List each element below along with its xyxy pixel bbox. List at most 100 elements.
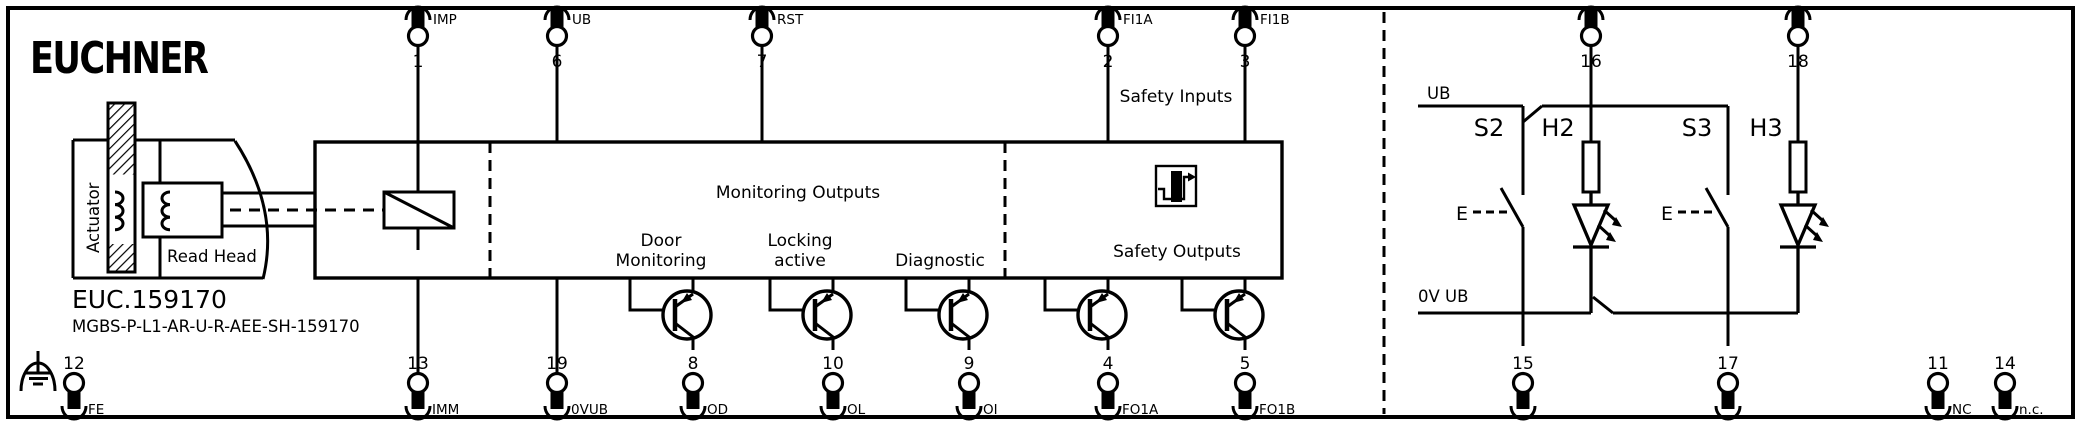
- pin-9-signal-label: OI: [983, 402, 998, 418]
- main-block: [313, 140, 1284, 280]
- safety-outputs-label: Safety Outputs: [1113, 242, 1241, 262]
- pin-12-number: 12: [63, 354, 85, 374]
- actuator-coil-icon: [114, 190, 125, 232]
- pin-1-connector-icon: [404, 5, 432, 48]
- pin-5-signal-label: FO1B: [1259, 402, 1295, 418]
- pin-14-signal-label: n.c.: [2019, 402, 2044, 418]
- transistor-door-monitoring: [630, 278, 711, 350]
- manual-actuation-e-label-s2: E: [1456, 203, 1468, 225]
- pin-16-connector-icon: [1577, 5, 1605, 48]
- pin-2-signal-label: FI1A: [1123, 12, 1153, 28]
- pin-7-signal-label: RST: [777, 12, 804, 28]
- transistor-locking-active: [770, 278, 851, 350]
- locking-active-label-line1: Locking: [767, 231, 832, 251]
- pin-19-signal-label: 0VUB: [571, 402, 608, 418]
- pin-8-signal-label: OD: [707, 402, 728, 418]
- pin-14-number: 14: [1994, 354, 2016, 374]
- frame-border: [6, 6, 2075, 419]
- pin-1-signal-label: IMP: [433, 12, 457, 28]
- pin-17-connector-icon: [1714, 371, 1742, 421]
- pin-8-number: 8: [688, 354, 699, 374]
- pin-13-number: 13: [407, 354, 429, 374]
- read-head-label: Read Head: [167, 247, 257, 266]
- pin-17-number: 17: [1717, 354, 1739, 374]
- guard-locking-icon: [1154, 164, 1198, 208]
- pin-4-connector-icon: [1094, 371, 1122, 421]
- pin-3-signal-label: FI1B: [1260, 12, 1290, 28]
- pin-12-connector-icon: [60, 371, 88, 421]
- pin-9-connector-icon: [955, 371, 983, 421]
- door-monitoring-label-line2: Monitoring: [616, 251, 707, 271]
- read-head-coil-icon: [160, 190, 171, 232]
- transistor-fo1a: [1045, 278, 1126, 350]
- monitoring-outputs-label: Monitoring Outputs: [716, 183, 880, 203]
- pin-10-signal-label: OL: [847, 402, 866, 418]
- top-pin-wires: [416, 46, 1800, 250]
- transistor-diagnostic: [906, 278, 987, 350]
- pin-3-number: 3: [1240, 52, 1251, 72]
- pin-1-number: 1: [413, 52, 424, 72]
- pin-11-number: 11: [1927, 354, 1949, 374]
- manual-actuation-e-label-s3: E: [1661, 203, 1673, 225]
- pin-2-connector-icon: [1094, 5, 1122, 48]
- lamp-h2-label: H2: [1541, 114, 1574, 142]
- relay-icon: [382, 190, 456, 230]
- pin-2-number: 2: [1103, 52, 1114, 72]
- switch-s3-label: S3: [1682, 114, 1713, 142]
- resistor-h2-icon: [1581, 140, 1601, 194]
- functional-earth-icon: [19, 351, 57, 392]
- pin-19-number: 19: [546, 354, 568, 374]
- safety-inputs-label: Safety Inputs: [1120, 87, 1233, 107]
- actuator-label: Actuator: [84, 182, 103, 253]
- led-h2-icon: [1571, 190, 1624, 315]
- pin-10-connector-icon: [819, 371, 847, 421]
- pin-9-number: 9: [964, 354, 975, 374]
- ground-rail-label: 0V UB: [1418, 287, 1468, 306]
- switch-s2-label: S2: [1474, 114, 1505, 142]
- pin-13-signal-label: IMM: [432, 402, 459, 418]
- pin-3-connector-icon: [1231, 5, 1259, 48]
- bottom-pin-wires: [416, 278, 559, 372]
- resistor-h3-icon: [1788, 140, 1808, 194]
- pin-12-signal-label: FE: [88, 402, 104, 418]
- pin-11-signal-label: NC: [1952, 402, 1972, 418]
- pin-6-signal-label: UB: [572, 12, 591, 28]
- pin-5-number: 5: [1240, 354, 1251, 374]
- pin-6-number: 6: [552, 52, 563, 72]
- diagnostic-label: Diagnostic: [895, 251, 985, 271]
- lamp-h3-label: H3: [1749, 114, 1782, 142]
- shaft-lines: [222, 191, 315, 228]
- pin-18-connector-icon: [1784, 5, 1812, 48]
- external-circuit-wires: [1418, 104, 1798, 315]
- pin-14-connector-icon: [1991, 371, 2019, 421]
- door-monitoring-label-line1: Door: [641, 231, 682, 251]
- pin-8-connector-icon: [679, 371, 707, 421]
- pin-7-connector-icon: [748, 5, 776, 48]
- euchner-logo: EUCHNER: [30, 33, 208, 84]
- ub-rail-tap: [1522, 104, 1543, 124]
- pin-7-number: 7: [757, 52, 768, 72]
- pin-18-number: 18: [1787, 52, 1809, 72]
- switch-s2-icon: [1499, 104, 1525, 348]
- pin-11-connector-icon: [1924, 371, 1952, 421]
- pin-5-connector-icon: [1231, 371, 1259, 421]
- pin-4-signal-label: FO1A: [1122, 402, 1159, 418]
- pin-6-connector-icon: [543, 5, 571, 48]
- pin-13-connector-icon: [404, 371, 432, 421]
- actuator-read-head-module: [71, 101, 384, 280]
- device-model-number: MGBS-P-L1-AR-U-R-AEE-SH-159170: [72, 317, 360, 336]
- ground-rail-tap: [1592, 295, 1614, 315]
- led-h3-icon: [1778, 190, 1831, 315]
- pin-16-number: 16: [1580, 52, 1602, 72]
- locking-active-label-line2: active: [774, 251, 826, 271]
- transistor-fo1b: [1182, 278, 1263, 350]
- read-head-box: [141, 181, 224, 239]
- pin-15-connector-icon: [1509, 371, 1537, 421]
- pin-10-number: 10: [822, 354, 844, 374]
- ub-rail-label: UB: [1427, 84, 1450, 103]
- pin-15-number: 15: [1512, 354, 1534, 374]
- pin-4-number: 4: [1103, 354, 1114, 374]
- device-name: EUC.159170: [72, 285, 227, 314]
